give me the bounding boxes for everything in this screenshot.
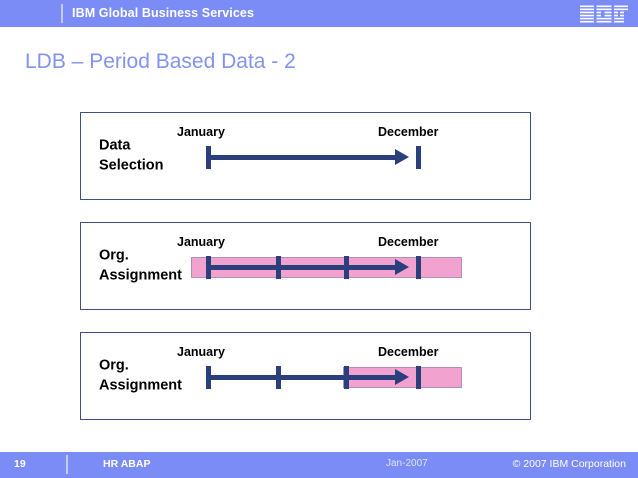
- timeline-axis: [206, 375, 398, 380]
- end-month-label: December: [378, 235, 439, 249]
- course-name: HR ABAP: [103, 458, 151, 470]
- panel-label: Data Selection: [99, 136, 163, 175]
- timeline-axis: [206, 265, 398, 270]
- timeline: January December: [81, 223, 530, 309]
- panel-label-line2: Assignment: [99, 267, 182, 283]
- tick-mark-end: [416, 256, 421, 279]
- tick-mark-2: [276, 256, 281, 279]
- timeline: January December: [81, 113, 530, 199]
- footer-date: Jan-2007: [386, 458, 428, 469]
- tick-mark-end: [416, 366, 421, 389]
- panel-label: Org. Assignment: [99, 356, 182, 395]
- panel-label-line2: Selection: [99, 157, 164, 173]
- panel-org-assignment-full: Org. Assignment January December: [80, 222, 531, 310]
- start-month-label: January: [177, 125, 225, 139]
- panel-label-line1: Org.: [99, 247, 129, 264]
- tick-mark-start: [206, 256, 211, 279]
- panel-label: Org. Assignment: [99, 246, 182, 285]
- page-footer: 19 HR ABAP Jan-2007 © 2007 IBM Corporati…: [0, 452, 638, 478]
- panel-org-assignment-partial: Org. Assignment January December: [80, 332, 531, 420]
- copyright-notice: © 2007 IBM Corporation: [512, 458, 626, 470]
- page-header: IBM Global Business Services: [0, 0, 638, 27]
- header-title: IBM Global Business Services: [72, 6, 255, 20]
- arrow-head-icon: [395, 369, 409, 385]
- page-number: 19: [14, 458, 26, 470]
- tick-mark-start: [206, 366, 211, 389]
- ibm-logo: [580, 5, 628, 23]
- arrow-head-icon: [395, 149, 409, 165]
- start-month-label: January: [177, 345, 225, 359]
- start-month-label: January: [177, 235, 225, 249]
- timeline: January December: [81, 333, 530, 419]
- timeline-axis: [206, 155, 398, 160]
- panel-label-line2: Assignment: [99, 377, 182, 393]
- panel-label-line1: Data: [99, 137, 131, 154]
- end-month-label: December: [378, 345, 439, 359]
- tick-mark-start: [206, 146, 211, 169]
- panel-data-selection: Data Selection January December: [80, 112, 531, 200]
- panel-label-line1: Org.: [99, 357, 129, 374]
- header-divider: [61, 4, 63, 23]
- tick-mark-end: [416, 146, 421, 169]
- end-month-label: December: [378, 125, 439, 139]
- tick-mark-3: [344, 256, 349, 279]
- arrow-head-icon: [395, 259, 409, 275]
- page-title: LDB – Period Based Data - 2: [25, 50, 296, 73]
- tick-mark-2: [276, 366, 281, 389]
- tick-mark-3: [344, 366, 349, 389]
- footer-divider: [66, 455, 68, 474]
